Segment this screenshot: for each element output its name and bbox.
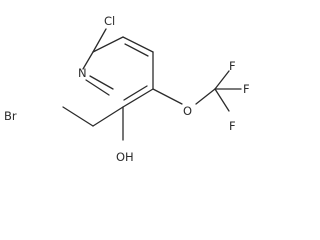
bond-cf3-f-top bbox=[214, 70, 230, 90]
bond-c4-o bbox=[152, 88, 183, 105]
atom-label-nitrogen: N bbox=[78, 66, 87, 80]
bond-n-c2 bbox=[82, 51, 94, 70]
bond-n-c6-inner bbox=[85, 79, 110, 96]
pyridine-ring bbox=[82, 36, 154, 108]
atom-label-hydroxyl: OH bbox=[116, 150, 134, 164]
atom-label-bromine: Br bbox=[4, 109, 17, 123]
bond-o-cf3 bbox=[195, 88, 216, 105]
atom-label-fluorine-bottom: F bbox=[229, 119, 236, 133]
atom-label-fluorine-top: F bbox=[229, 59, 236, 73]
bond-c3-c4-inner bbox=[124, 43, 149, 57]
substituent-bonds bbox=[62, 28, 242, 141]
bond-c5-c6-inner bbox=[123, 85, 148, 101]
bond-c5-c6 bbox=[122, 88, 154, 108]
bond-c6-ch2 bbox=[92, 106, 124, 127]
molecule-structure-diagram: Cl N Br OH O F F F bbox=[4, 14, 250, 164]
bond-ch2-br bbox=[62, 106, 94, 127]
bond-c2-cl bbox=[92, 28, 107, 53]
atom-label-chlorine: Cl bbox=[104, 14, 115, 28]
bond-cf3-f-bottom bbox=[214, 88, 230, 112]
atom-labels: Cl N Br OH O F F F bbox=[4, 14, 250, 164]
atom-label-fluorine-right: F bbox=[243, 82, 250, 96]
atom-label-ether-oxygen: O bbox=[183, 104, 192, 118]
bond-c3-c4 bbox=[122, 36, 154, 53]
bond-n-c6 bbox=[89, 75, 114, 90]
bond-c2-c3 bbox=[92, 36, 124, 53]
